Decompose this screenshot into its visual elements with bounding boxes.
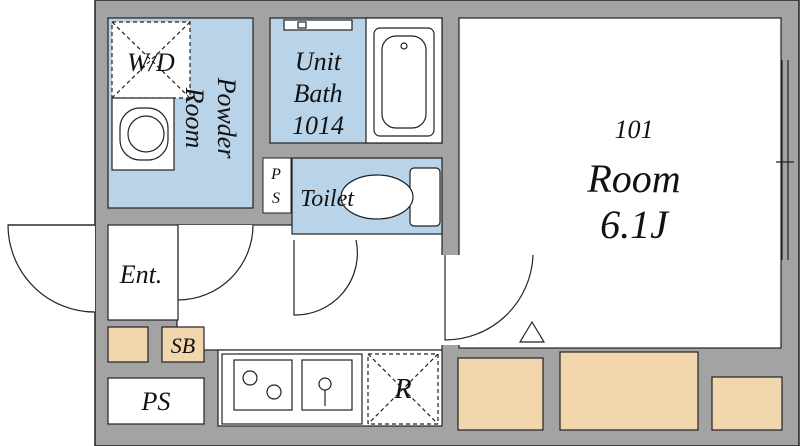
bath-rack — [283, 19, 353, 31]
ps-label: PS — [141, 387, 171, 416]
powder-room-label-1: Powder — [212, 77, 241, 160]
shoe-box-left — [107, 326, 149, 363]
powder-room-label-2: Room — [180, 87, 209, 149]
fridge-space — [367, 353, 439, 425]
balcony-marker — [518, 320, 546, 343]
ps-small-label-1: P — [270, 166, 281, 183]
unit-bath-label-2: Bath — [293, 79, 342, 108]
wd-label: W/D — [127, 48, 175, 77]
shoe-box-label: SB — [171, 333, 195, 358]
labels: W/D Powder Room Unit Bath 1014 P S Toile… — [119, 47, 681, 416]
entrance-label: Ent. — [119, 260, 163, 289]
bathtub — [373, 27, 435, 137]
room-label: Room — [586, 156, 680, 201]
doors — [7, 224, 534, 341]
toilet-label: Toilet — [300, 186, 355, 212]
closet-mid — [559, 351, 699, 431]
room-door — [444, 254, 534, 341]
powder-room-door — [177, 224, 254, 301]
room-size-label: 6.1J — [600, 202, 670, 247]
vanity-sink — [111, 97, 175, 171]
window-right — [776, 60, 794, 260]
entrance-door — [7, 224, 96, 313]
fixtures — [111, 19, 794, 425]
unit-bath-label-3: 1014 — [292, 111, 344, 140]
toilet-fixture — [340, 167, 441, 227]
stove — [221, 353, 363, 425]
storage-areas — [107, 326, 783, 431]
ps-shaft-small — [262, 157, 292, 214]
room-number-label: 101 — [615, 115, 654, 144]
closet-left — [457, 357, 544, 431]
ps-box — [107, 377, 205, 425]
closet-right — [711, 376, 783, 431]
ps-small-label-2: S — [272, 190, 280, 207]
toilet-door — [293, 239, 358, 316]
unit-bath-label-1: Unit — [295, 47, 342, 76]
entrance-floor — [107, 224, 179, 321]
shoe-box — [161, 326, 205, 363]
fridge-label: R — [393, 374, 411, 405]
